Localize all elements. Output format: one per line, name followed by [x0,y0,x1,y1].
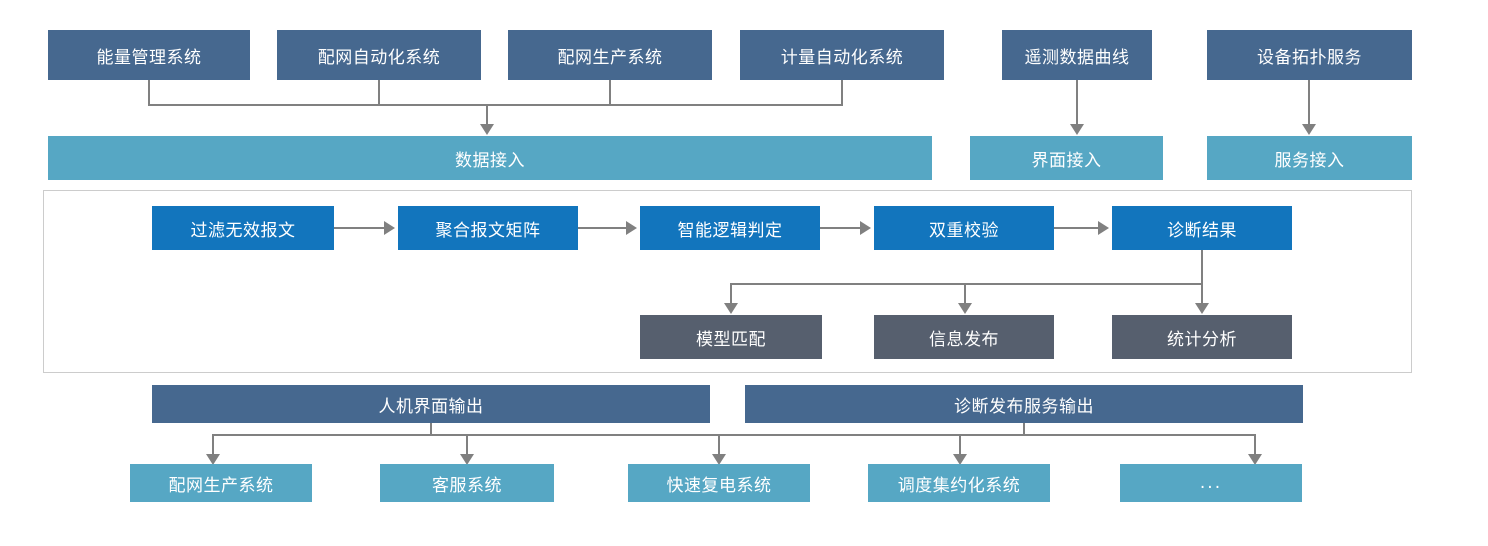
connector-pipe-3-4 [1054,227,1098,229]
source-box-distribution-automation[interactable]: 配网自动化系统 [277,30,481,80]
connector-bus-to-model-match [730,283,732,305]
consumer-label: 快速复电系统 [666,475,772,496]
arrow-pipe-3-4 [1098,221,1109,235]
analysis-label: 统计分析 [1167,329,1237,350]
source-label: 计量自动化系统 [780,47,904,68]
connector-bus-to-consumer-4 [1254,434,1256,456]
pipeline-step-aggregate-message-matrix[interactable]: 聚合报文矩阵 [398,206,578,250]
source-box-distribution-production[interactable]: 配网生产系统 [508,30,712,80]
arrow-into-info-publish [958,303,972,314]
analysis-box-info-publish[interactable]: 信息发布 [874,315,1054,359]
pipeline-step-label: 聚合报文矩阵 [435,220,541,241]
output-band-diagnosis-service[interactable]: 诊断发布服务输出 [745,385,1303,423]
consumer-box-rapid-restoration[interactable]: 快速复电系统 [628,464,810,502]
access-band-label: 服务接入 [1274,150,1345,171]
arrow-into-service-access [1302,124,1316,135]
connector-diagnosis-down [1201,250,1203,285]
analysis-label: 信息发布 [929,329,999,350]
connector-hmi-down [430,423,432,435]
connector-bus-to-info-publish [964,283,966,305]
pipeline-step-filter-invalid-messages[interactable]: 过滤无效报文 [152,206,334,250]
source-label: 配网自动化系统 [317,47,441,68]
connector-pipe-1-2 [578,227,626,229]
connector-analysis-bus [730,283,1203,285]
pipeline-container [43,190,1412,373]
consumer-box-customer-service[interactable]: 客服系统 [380,464,554,502]
access-band-ui[interactable]: 界面接入 [970,136,1163,180]
connector-pipe-2-3 [820,227,860,229]
connector-bus-to-consumer-2 [718,434,720,456]
arrow-pipe-0-1 [384,221,395,235]
consumer-label: 调度集约化系统 [897,475,1021,496]
pipeline-step-label: 双重校验 [929,220,999,241]
pipeline-step-intelligent-logic-decision[interactable]: 智能逻辑判定 [640,206,820,250]
access-band-label: 数据接入 [455,150,525,171]
arrow-into-model-match [724,303,738,314]
output-band-label: 人机界面输出 [378,396,484,417]
pipeline-step-label: 过滤无效报文 [190,220,296,241]
access-band-service[interactable]: 服务接入 [1207,136,1412,180]
pipeline-step-double-verification[interactable]: 双重校验 [874,206,1054,250]
connector-service-down [1023,423,1025,435]
consumer-box-dispatch-intensive[interactable]: 调度集约化系统 [868,464,1050,502]
arrow-pipe-1-2 [626,221,637,235]
pipeline-step-diagnosis-result[interactable]: 诊断结果 [1112,206,1292,250]
source-box-metering-automation[interactable]: 计量自动化系统 [740,30,944,80]
connector-pipe-0-1 [334,227,384,229]
arrow-into-statistics [1195,303,1209,314]
source-label: 能量管理系统 [96,47,202,68]
access-band-label: 界面接入 [1031,150,1102,171]
connector-source5-down [1308,80,1310,126]
connector-source3-down [841,80,843,106]
connector-bus-to-consumer-3 [959,434,961,456]
consumer-label: 配网生产系统 [168,475,274,496]
arrow-into-consumer-1 [460,454,474,465]
connector-bus-to-consumer-0 [212,434,214,456]
output-band-hmi[interactable]: 人机界面输出 [152,385,710,423]
pipeline-step-label: 智能逻辑判定 [677,220,783,241]
analysis-box-model-match[interactable]: 模型匹配 [640,315,822,359]
connector-source-bus [148,104,843,106]
connector-bus-to-statistics [1201,283,1203,305]
arrow-into-consumer-4 [1248,454,1262,465]
source-box-telemetry-curve[interactable]: 遥测数据曲线 [1002,30,1152,80]
connector-bus-to-consumer-1 [466,434,468,456]
analysis-label: 模型匹配 [696,329,766,350]
pipeline-step-label: 诊断结果 [1167,220,1237,241]
arrow-pipe-2-3 [860,221,871,235]
connector-source4-down [1076,80,1078,126]
arrow-into-consumer-2 [712,454,726,465]
access-band-data[interactable]: 数据接入 [48,136,932,180]
source-label: 设备拓扑服务 [1257,47,1362,68]
consumer-box-distribution-production[interactable]: 配网生产系统 [130,464,312,502]
connector-consumer-bus [212,434,1256,436]
arrow-into-consumer-3 [953,454,967,465]
analysis-box-statistics[interactable]: 统计分析 [1112,315,1292,359]
output-band-label: 诊断发布服务输出 [954,396,1094,417]
consumer-label: 客服系统 [432,475,502,496]
arrow-into-consumer-0 [206,454,220,465]
source-label: 配网生产系统 [557,47,663,68]
source-label: 遥测数据曲线 [1024,47,1130,68]
consumer-box-more[interactable]: ... [1120,464,1302,502]
connector-source2-down [609,80,611,106]
source-box-topology-service[interactable]: 设备拓扑服务 [1207,30,1412,80]
connector-source0-down [148,80,150,106]
arrow-into-ui-access [1070,124,1084,135]
connector-source1-down [378,80,380,106]
connector-bus-to-data-access [486,104,488,126]
source-box-energy-management[interactable]: 能量管理系统 [48,30,250,80]
arrow-into-data-access [480,124,494,135]
consumer-label: ... [1199,473,1223,493]
